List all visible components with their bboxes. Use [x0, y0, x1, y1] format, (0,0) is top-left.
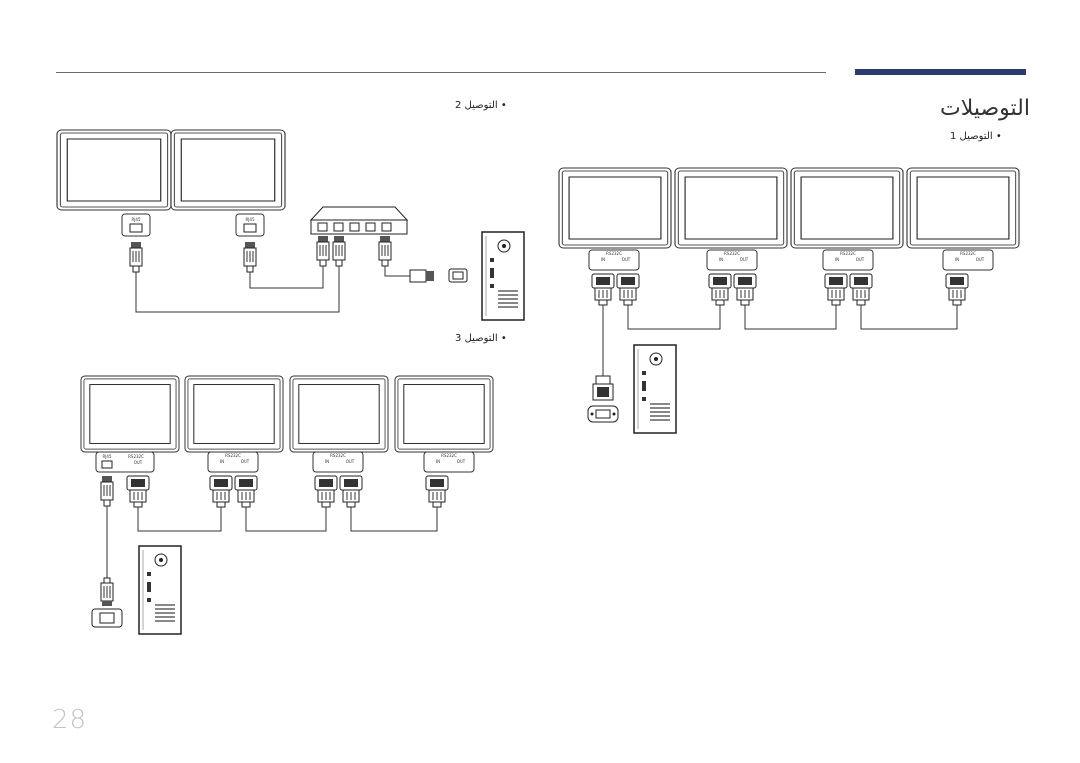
dsub-connector — [314, 475, 338, 508]
rs232c-box-1a: RS232C IN OUT — [588, 249, 640, 271]
connection-3-diagram: RJ45 RS232C OUT RS232C IN OUT RS232C IN … — [80, 375, 494, 635]
connection-1-diagram: RS232C IN OUT RS232C IN OUT RS232C IN OU… — [558, 167, 1020, 434]
dsub-connector — [234, 475, 258, 508]
rj45-plug — [332, 235, 346, 267]
display-2b — [170, 129, 286, 211]
svg-text:RS232C: RS232C — [330, 453, 346, 458]
rs232c-box-3d: RS232C IN OUT — [423, 451, 475, 473]
svg-text:RS232C: RS232C — [960, 251, 976, 256]
dsub-connector-vertical — [592, 375, 614, 401]
rs232c-box-3b: RS232C IN OUT — [207, 451, 259, 473]
header-accent-bar — [855, 69, 1026, 75]
svg-text:OUT: OUT — [976, 257, 985, 262]
dsub-connector — [209, 475, 233, 508]
dsub-connector — [849, 273, 873, 306]
dsub-connector — [945, 273, 969, 306]
svg-text:IN: IN — [220, 459, 224, 464]
svg-text:IN: IN — [325, 459, 329, 464]
svg-text:RJ45: RJ45 — [131, 217, 141, 222]
svg-text:OUT: OUT — [740, 257, 749, 262]
section-title: التوصيلات — [940, 96, 1030, 121]
dsub-connector — [126, 475, 150, 508]
display-3b — [184, 375, 284, 453]
rj45-plug — [100, 475, 114, 507]
dsub-connector — [591, 273, 615, 306]
connection-3-label: • التوصيل 3 — [455, 333, 507, 344]
svg-text:RJ45: RJ45 — [245, 217, 255, 222]
rj45-plug-horizontal — [409, 269, 434, 283]
svg-text:RS232C: RS232C — [441, 453, 457, 458]
display-1b — [674, 167, 788, 249]
connection-1-label: • التوصيل 1 — [950, 131, 1002, 142]
dsub-connector — [616, 273, 640, 306]
rs232c-box-3c: RS232C IN OUT — [312, 451, 364, 473]
pc-lan-port — [448, 268, 468, 283]
display-1a — [558, 167, 672, 249]
svg-text:IN: IN — [719, 257, 723, 262]
svg-text:IN: IN — [955, 257, 959, 262]
rj45-plug — [129, 241, 143, 273]
svg-text:OUT: OUT — [622, 257, 631, 262]
dsub-connector — [339, 475, 363, 508]
rj45-rs232c-box-3a: RJ45 RS232C OUT — [95, 451, 155, 473]
rs232c-box-1c: RS232C IN OUT — [822, 249, 874, 271]
dsub-connector — [733, 273, 757, 306]
pc-lan-port-3 — [91, 608, 123, 628]
header-rule — [56, 72, 826, 73]
pc-tower-1 — [633, 344, 677, 434]
svg-text:OUT: OUT — [134, 460, 143, 465]
svg-text:OUT: OUT — [856, 257, 865, 262]
display-3a — [80, 375, 180, 453]
rs232c-box-1b: RS232C IN OUT — [706, 249, 758, 271]
display-2a — [56, 129, 172, 211]
svg-text:RJ45: RJ45 — [102, 454, 112, 459]
page-number: 28 — [52, 705, 88, 735]
display-1c — [790, 167, 904, 249]
svg-text:RS232C: RS232C — [128, 454, 144, 459]
dsub-connector — [708, 273, 732, 306]
svg-text:IN: IN — [601, 257, 605, 262]
dsub-connector — [824, 273, 848, 306]
svg-text:RS232C: RS232C — [724, 251, 740, 256]
pc-tower-3 — [138, 545, 182, 635]
rj45-plug — [243, 241, 257, 273]
rj45-plug-up — [100, 577, 114, 606]
svg-text:RS232C: RS232C — [225, 453, 241, 458]
display-1d — [906, 167, 1020, 249]
rs232c-box-1d: RS232C IN OUT — [942, 249, 994, 271]
svg-text:IN: IN — [835, 257, 839, 262]
display-3c — [289, 375, 389, 453]
svg-text:RS232C: RS232C — [840, 251, 856, 256]
svg-text:OUT: OUT — [241, 459, 250, 464]
pc-serial-port — [587, 405, 619, 423]
network-hub — [309, 206, 409, 235]
rj45-label-box-2b: RJ45 — [235, 213, 265, 237]
svg-text:IN: IN — [436, 459, 440, 464]
dsub-connector — [425, 475, 449, 508]
rj45-label-box-2a: RJ45 — [121, 213, 151, 237]
svg-text:OUT: OUT — [457, 459, 466, 464]
pc-tower-2 — [481, 231, 525, 321]
connection-2-label: • التوصيل 2 — [455, 100, 507, 111]
rj45-plug — [316, 235, 330, 267]
rj45-plug — [378, 235, 392, 267]
svg-text:OUT: OUT — [346, 459, 355, 464]
connection-2-diagram: RJ45 RJ45 — [56, 129, 525, 321]
svg-text:RS232C: RS232C — [606, 251, 622, 256]
display-3d — [394, 375, 494, 453]
